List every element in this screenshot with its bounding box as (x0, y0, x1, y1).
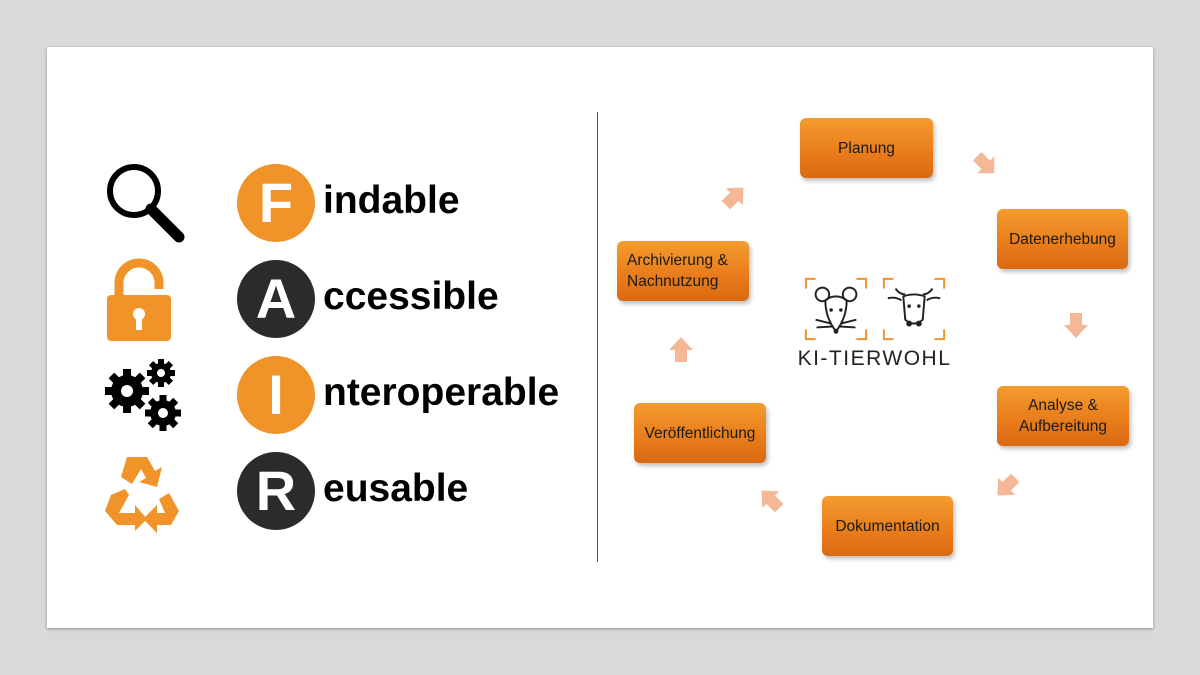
step-datenerhebung: Datenerhebung (997, 209, 1128, 269)
arrow-veroeffentlichung-to-archivierung (669, 337, 693, 362)
fair-row-findable: F indable (47, 157, 607, 247)
arrow-archivierung-to-planung (721, 187, 744, 210)
padlock-icon (107, 258, 171, 341)
step-veroeffentlichung: Veröffentlichung (634, 403, 766, 463)
gears-icon (105, 359, 181, 431)
arrow-analyse-to-dokumentation (997, 473, 1020, 496)
cow-icon (882, 277, 946, 341)
slide: F indable A ccessible (47, 47, 1153, 628)
arrow-datenerhebung-to-analyse (1064, 313, 1088, 338)
step-analyse-label: Analyse & Aufbereitung (1019, 397, 1107, 435)
step-datenerhebung-label: Datenerhebung (1009, 230, 1116, 248)
ki-tierwohl-logo: KI-TIERWOHL (782, 275, 967, 375)
vertical-divider (597, 112, 598, 562)
mouse-icon (804, 277, 868, 341)
word-reusable: eusable (323, 467, 469, 510)
step-dokumentation: Dokumentation (822, 496, 953, 556)
step-veroeffentlichung-label: Veröffentlichung (644, 424, 756, 442)
word-accessible: ccessible (323, 275, 499, 318)
word-findable: indable (323, 179, 460, 222)
word-interoperable: nteroperable (323, 371, 560, 414)
recycle-icon (105, 457, 179, 533)
magnifier-icon (107, 164, 185, 243)
step-planung: Planung (800, 118, 933, 178)
step-dokumentation-label: Dokumentation (835, 517, 940, 535)
logo-text: KI-TIERWOHL (797, 347, 952, 370)
step-archivierung-label: Archivierung & Nachnutzung (627, 252, 728, 290)
letter-i-circle: I (237, 356, 315, 434)
letter-a-circle: A (237, 260, 315, 338)
step-archivierung: Archivierung & Nachnutzung (617, 241, 749, 301)
letter-f-circle: F (237, 164, 315, 242)
arrow-dokumentation-to-veroeffentlichung (761, 490, 784, 513)
arrow-planung-to-datenerhebung (972, 151, 995, 174)
step-planung-label: Planung (838, 139, 895, 157)
letter-r-circle: R (237, 452, 315, 530)
fair-row-interoperable: I nteroperable (47, 349, 607, 439)
fair-row-accessible: A ccessible (47, 253, 607, 343)
step-analyse: Analyse & Aufbereitung (997, 386, 1129, 446)
fair-row-reusable: R eusable (47, 445, 607, 535)
